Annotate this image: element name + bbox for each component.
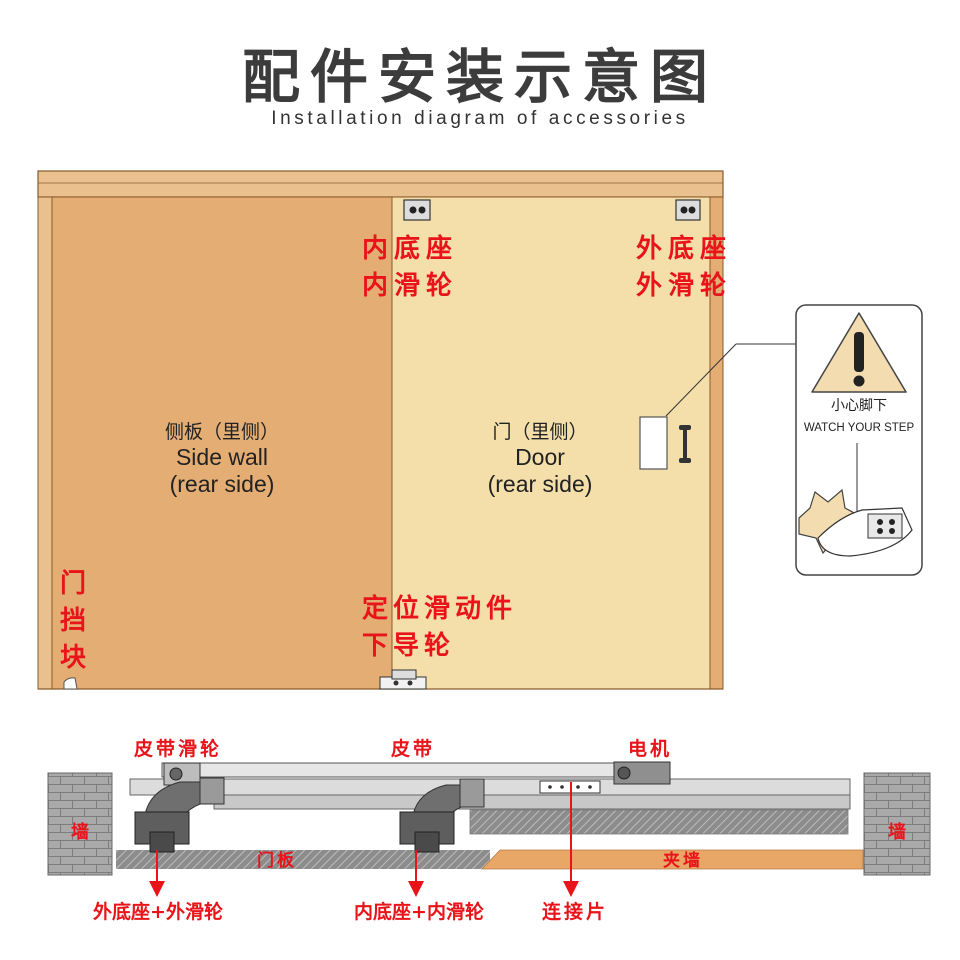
top-beam <box>37 170 724 198</box>
inner-pulley-bracket <box>403 199 431 221</box>
front-view: 内底座 内滑轮 外底座 外滑轮 侧板（里侧） Side wall (rear s… <box>37 170 732 690</box>
inner-seat-assembly <box>399 778 485 853</box>
clamp-wall-strip <box>481 849 864 870</box>
outer-pulley-bracket <box>675 199 701 221</box>
side-wall-panel <box>51 196 393 690</box>
wall-left <box>47 772 113 876</box>
belt <box>161 762 623 778</box>
side-wall-label-en1: Side wall <box>176 444 268 470</box>
guide-label-line1: 定位滑动件 <box>362 593 517 624</box>
top-view: 皮带滑轮 皮带 电机 墙 墙 门板 夹墙 <box>47 737 931 923</box>
motor-label: 电机 <box>628 737 672 760</box>
bottom-guide-wheel <box>379 669 427 690</box>
moving-door-leaf <box>469 809 849 835</box>
outer-seat-label: 外底座+外滑轮 <box>93 900 223 923</box>
warning-text-cn: 小心脚下 <box>831 398 887 414</box>
door-stopper-label-line3: 块 <box>60 643 86 673</box>
door-stopper-label-line1: 门 <box>60 569 86 599</box>
wall-right-label: 墙 <box>888 821 906 843</box>
door-label-cn: 门（里侧） <box>492 421 587 443</box>
door-panel-label: 门板 <box>257 850 297 871</box>
door-stopper-shape <box>63 677 78 690</box>
wall-left-label: 墙 <box>71 821 89 843</box>
door-handle-icon <box>679 425 691 463</box>
clamp-wall-label: 夹墙 <box>663 850 703 871</box>
warning-text-en: WATCH YOUR STEP <box>804 422 915 434</box>
wall-right <box>863 772 931 876</box>
page-subtitle: Installation diagram of accessories <box>271 108 689 129</box>
side-wall-label-en2: (rear side) <box>170 471 275 497</box>
inner-seat-label: 内底座+内滑轮 <box>354 900 484 923</box>
left-post <box>37 196 53 690</box>
motor-icon <box>613 761 671 785</box>
door-panel-strip <box>116 850 490 869</box>
foot-hazard-icon <box>798 443 913 557</box>
door-label-en2: (rear side) <box>488 471 593 497</box>
door-label-en1: Door <box>515 444 565 470</box>
belt-label: 皮带 <box>391 737 435 760</box>
outer-seat-label-line2: 外滑轮 <box>636 271 732 301</box>
page-title: 配件安装示意图 <box>241 43 718 111</box>
connector-label: 连接片 <box>542 900 608 923</box>
warning-triangle-icon <box>811 312 907 393</box>
warning-card: 小心脚下 WATCH YOUR STEP <box>665 304 923 576</box>
door-lock-plate <box>639 416 668 470</box>
door-stopper-label-line2: 挡 <box>60 606 86 636</box>
belt-pulley-icon <box>163 762 201 786</box>
outer-seat-label-line1: 外底座 <box>636 233 732 264</box>
inner-seat-label-line1: 内底座 <box>362 233 458 264</box>
side-wall-label-cn: 侧板（里侧） <box>165 421 279 443</box>
belt-pulley-label: 皮带滑轮 <box>134 737 222 760</box>
outer-seat-assembly <box>134 777 225 853</box>
guide-label-line2: 下导轮 <box>362 631 455 661</box>
inner-seat-label-line2: 内滑轮 <box>362 271 458 301</box>
rail-track <box>129 778 851 796</box>
